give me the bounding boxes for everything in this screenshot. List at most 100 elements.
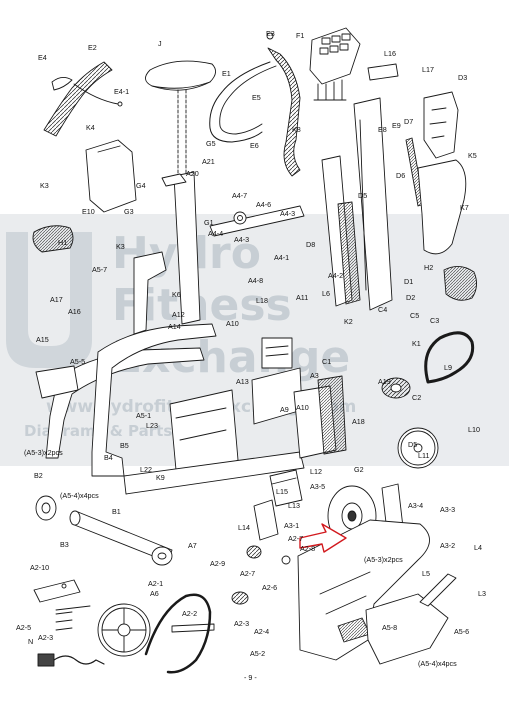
part-label: A5-5	[70, 357, 85, 366]
part-label: A5-7	[92, 265, 107, 274]
part-label: E5	[252, 93, 261, 102]
part-label: A2-7	[240, 569, 255, 578]
seat-post	[161, 171, 201, 325]
part-label: A2-3	[234, 619, 249, 628]
part-label: L14	[238, 523, 250, 532]
end-cap-b2	[35, 495, 57, 521]
part-label: E6	[250, 141, 259, 150]
roller-a2-6	[231, 591, 249, 605]
part-label: D6	[396, 171, 405, 180]
part-label: A4-7	[232, 191, 247, 200]
part-label: D2	[406, 293, 415, 302]
part-label: C2	[412, 393, 421, 402]
seat	[145, 60, 216, 177]
part-label: A2-4	[254, 627, 269, 636]
part-label: A5-8	[382, 623, 397, 632]
part-label: A5-2	[250, 649, 265, 658]
part-label: G3	[124, 207, 134, 216]
part-label: A3-2	[440, 541, 455, 550]
part-label: L10	[468, 425, 480, 434]
part-label: D8	[306, 240, 315, 249]
part-label: A20	[186, 169, 199, 178]
handle-grip	[43, 61, 123, 137]
wheel-c2	[381, 377, 411, 399]
part-label: A2-7	[288, 534, 303, 543]
part-label: G2	[354, 465, 364, 474]
part-label: A3	[310, 371, 319, 380]
pulley-a6	[97, 603, 151, 657]
axle-a2-2	[171, 623, 215, 633]
part-label: A3-4	[408, 501, 423, 510]
part-label: F1	[296, 31, 304, 40]
part-label: A17	[50, 295, 63, 304]
watermark-url2: Diagrams & Parts List	[24, 422, 208, 440]
part-label: K4	[86, 123, 95, 132]
part-label: (A5-3)x2pcs	[364, 555, 403, 564]
part-label: L6	[322, 289, 330, 298]
part-label: - 9 -	[244, 673, 257, 682]
part-label: E1	[222, 69, 231, 78]
belt-l9	[424, 331, 475, 384]
part-label: L13	[288, 501, 300, 510]
part-label: E9	[392, 121, 401, 130]
part-label: A2-5	[16, 623, 31, 632]
part-label: K3	[40, 181, 49, 190]
part-label: L15	[276, 487, 288, 496]
wheel-a2-8	[246, 545, 291, 565]
part-label: B5	[120, 441, 129, 450]
part-label: (A5-3)x2pcs	[24, 448, 63, 457]
part-h1	[32, 225, 74, 253]
frame-a5-5	[45, 347, 205, 459]
highlight-arrow	[299, 523, 347, 553]
part-label: (A5-4)x4pcs	[418, 659, 457, 668]
part-label: L4	[474, 543, 482, 552]
part-label: B4	[104, 453, 113, 462]
part-label: E2	[88, 43, 97, 52]
electronic-a13	[261, 337, 293, 369]
stabilizer-l3	[419, 573, 457, 607]
part-label: A4-4	[208, 229, 223, 238]
part-label: G1	[204, 218, 214, 227]
part-label: E4-1	[114, 87, 129, 96]
pedal-crank	[33, 579, 91, 631]
part-label: A19	[378, 377, 391, 386]
part-label: A4-2	[328, 271, 343, 280]
part-label: (A5-4)x4pcs	[60, 491, 99, 500]
part-label: A16	[68, 307, 81, 316]
part-label: E10	[82, 207, 95, 216]
part-label: A9	[280, 405, 289, 414]
part-label: K6	[172, 290, 181, 299]
part-label: A15	[36, 335, 49, 344]
part-label: A13	[236, 377, 249, 386]
part-label: A21	[202, 157, 215, 166]
part-label: D5	[408, 440, 417, 449]
part-label: L12	[310, 467, 322, 476]
base-frame	[91, 323, 347, 495]
part-h2	[443, 266, 477, 301]
part-label: A2-10	[30, 563, 49, 572]
part-label: D5	[358, 191, 367, 200]
part-label: J	[158, 39, 162, 48]
part-label: A11	[296, 293, 308, 302]
part-label: K1	[412, 339, 421, 348]
part-label: L5	[422, 569, 430, 578]
part-label: L3	[478, 589, 486, 598]
part-label: L22	[140, 465, 152, 474]
part-label: B1	[112, 507, 121, 516]
part-label: A2-2	[182, 609, 197, 618]
cover-k4	[85, 139, 137, 213]
part-label: H2	[424, 263, 433, 272]
part-label: H1	[58, 238, 67, 247]
part-l14	[253, 499, 279, 541]
part-label: D3	[458, 73, 467, 82]
part-label: L17	[422, 65, 434, 74]
parts-drawing	[32, 27, 477, 674]
part-label: L18	[256, 296, 268, 305]
part-label: A18	[352, 417, 365, 426]
part-label: L23	[146, 421, 158, 430]
part-label: A2-3	[38, 633, 53, 642]
plate-l16	[367, 63, 399, 81]
handlebar	[207, 32, 301, 177]
